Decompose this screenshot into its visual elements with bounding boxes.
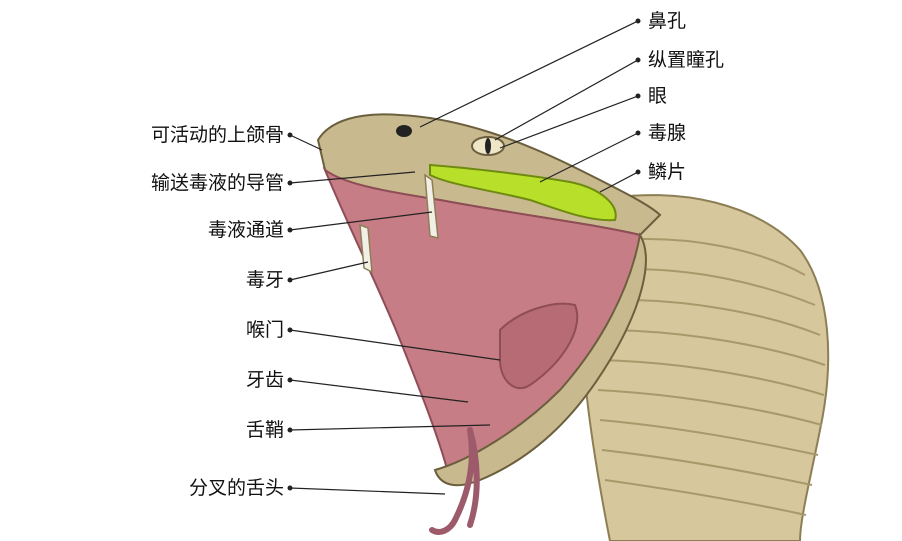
fang	[424, 173, 439, 239]
label-teeth: 牙齿	[245, 369, 284, 391]
label-scales: 鳞片	[648, 161, 687, 183]
leader-dots	[287, 18, 641, 491]
leader-lines	[289, 20, 639, 495]
label-venom-gland: 毒腺	[648, 122, 687, 144]
venom-gland	[429, 163, 617, 222]
glottis-tube	[499, 302, 579, 390]
rear-tooth	[359, 223, 373, 274]
label-nostril: 鼻孔	[648, 10, 687, 32]
label-venom-channel: 毒液通道	[207, 219, 284, 241]
label-tongue-sheath: 舌鞘	[245, 419, 284, 441]
label-venom-duct: 输送毒液的导管	[150, 172, 284, 194]
label-vertical-pupil: 纵置瞳孔	[648, 49, 725, 71]
label-glottis: 喉门	[245, 319, 284, 341]
nostril	[396, 125, 412, 137]
forked-tongue	[429, 427, 480, 535]
vertical-pupil	[485, 138, 491, 154]
label-forked-tongue: 分叉的舌头	[188, 477, 284, 499]
label-movable-maxilla: 可活动的上颌骨	[150, 124, 284, 146]
label-eye: 眼	[648, 85, 668, 107]
label-fang: 毒牙	[245, 269, 284, 291]
neck-scales	[597, 238, 826, 516]
lower-jaw	[433, 232, 647, 487]
